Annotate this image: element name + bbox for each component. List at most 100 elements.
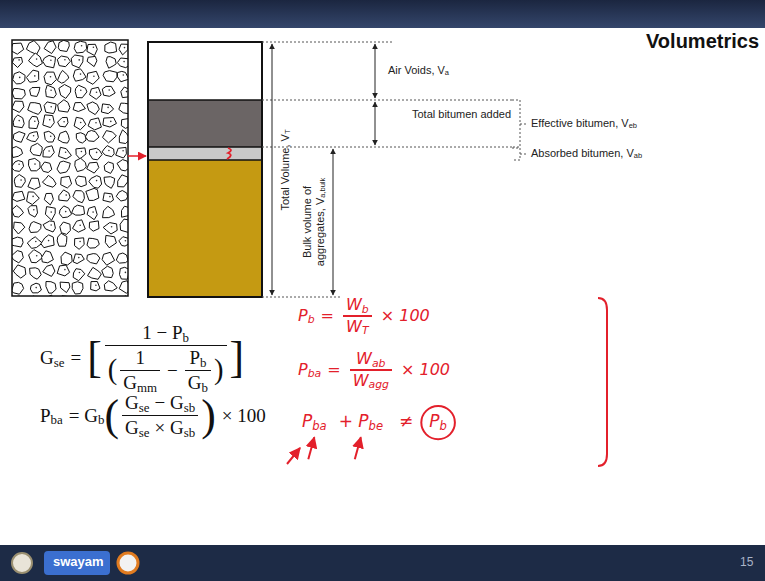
aggregate-stone: [73, 254, 84, 264]
air-voids-label: Air Voids, Va: [388, 64, 449, 77]
aggregate-stone: [44, 193, 53, 205]
formula-text: − G: [154, 392, 183, 414]
aggregate-stone: [119, 237, 128, 246]
formula-row: Air Voids, Va: [388, 64, 449, 77]
handwritten-note: Pb=WbWT× 100: [298, 296, 430, 336]
stone-speck: [78, 257, 80, 259]
formula-row: WT: [346, 318, 368, 336]
stone-speck: [36, 58, 38, 60]
bulk-volume-label: Bulk volume ofaggregates, Va,bulk: [301, 178, 326, 266]
stone-speck: [80, 122, 82, 124]
aggregate-stone: [117, 160, 128, 171]
subscript: a: [445, 69, 449, 78]
stone-speck: [34, 120, 36, 122]
stone-speck: [80, 73, 82, 75]
aggregate-stone: [29, 222, 41, 233]
stone-speck: [34, 163, 36, 165]
aggregate-stone: [29, 250, 43, 263]
aggregate-stone: [73, 191, 85, 203]
aggregate-stone: [26, 41, 40, 55]
aggregate-stone: [30, 143, 42, 156]
stone-speck: [96, 92, 98, 94]
subscript: ba: [312, 420, 326, 433]
subscript: ab: [634, 152, 642, 161]
aggregate-stone: [43, 55, 56, 67]
subscript: se: [139, 426, 150, 441]
stone-speck: [33, 209, 35, 211]
aggregate-stone: [14, 175, 25, 188]
formula-text: Total Volume, V: [279, 134, 292, 210]
stone-speck: [79, 241, 81, 243]
aggregate-stone: [119, 281, 128, 294]
formula-row: Gse× Gsb: [125, 417, 195, 439]
fraction-bar: [120, 370, 160, 371]
aggregate-stone: [28, 178, 40, 189]
aggregate-stone: [75, 176, 86, 187]
subscript: se: [139, 401, 150, 416]
absorbed-label: Absorbed bitumen, Vab: [531, 147, 642, 160]
formula-row: Pba=WabWagg× 100: [298, 350, 450, 390]
stone-speck: [50, 90, 52, 92]
formula-text: 1: [135, 347, 145, 368]
stone-speck: [50, 224, 52, 226]
aggregate-stone: [42, 175, 56, 187]
fraction: PbGb: [185, 347, 211, 394]
formula-row: aggregates, Va,bulk: [314, 178, 327, 266]
subscript: sb: [184, 401, 195, 416]
aggregate-stone: [29, 53, 43, 67]
formula-text: W: [346, 296, 362, 314]
stone-speck: [32, 196, 34, 198]
stone-speck: [108, 89, 110, 91]
formula-row: Pba= Gb(Gse− GsbGse× Gsb)× 100: [40, 392, 266, 439]
formula-row: Effective bitumen, Veb: [531, 117, 637, 130]
aggregate-stone: [12, 57, 22, 67]
aggregate-stone: [58, 117, 68, 127]
aggregate-stone: [59, 206, 71, 218]
pointer-arrow: [355, 437, 361, 459]
aggregate-stone: [121, 87, 128, 98]
formula-text: G: [125, 417, 139, 439]
subscript: b: [308, 314, 315, 327]
aggregate-stone: [12, 43, 24, 54]
stone-speck: [50, 136, 52, 138]
bitumen-label: Total bitumen added: [412, 108, 511, 121]
aggregate-stone: [76, 133, 86, 143]
aggregate-stone: [27, 132, 39, 142]
denominator: Gmm: [120, 371, 160, 394]
stone-speck: [18, 120, 20, 122]
aggregate-stone: [87, 206, 97, 219]
stone-speck: [64, 269, 66, 271]
aggregate-stone: [57, 70, 68, 83]
formula-row: Gse=[1 − Pb(1Gmm−PbGb)]: [40, 322, 244, 394]
formula-text: Total bitumen added: [412, 108, 511, 120]
subscript: T: [362, 325, 369, 338]
denominator: Gb: [185, 371, 211, 394]
stone-speck: [49, 119, 51, 121]
aggregate-stone: [41, 162, 52, 173]
text-stack: Bulk volume ofaggregates, Va,bulk: [301, 178, 326, 266]
aggregate-stone: [28, 103, 42, 115]
aggregate-stone: [119, 130, 128, 144]
aggregate-stone: [116, 253, 128, 263]
aggregate-stone: [104, 162, 113, 173]
bottom-bar: [0, 545, 765, 581]
stone-speck: [107, 107, 109, 109]
stone-speck: [109, 196, 111, 198]
aggregate-stone: [12, 206, 24, 218]
aggregate-stone: [119, 44, 128, 55]
aggregate-stone: [61, 252, 72, 265]
formula-text: 15: [740, 555, 753, 569]
stone-speck: [93, 76, 95, 78]
aggregate-stone: [71, 55, 83, 68]
stone-speck: [48, 150, 50, 152]
formula-text: =: [327, 361, 340, 379]
subscript: eb: [629, 122, 637, 131]
aggregate-stone: [89, 221, 99, 231]
stone-speck: [96, 180, 98, 182]
formula-text: swayam: [53, 554, 104, 569]
aggregate-stone: [29, 158, 41, 170]
stone-speck: [110, 121, 112, 123]
formula-text: × 100: [222, 405, 266, 427]
bracket: ]: [230, 336, 245, 380]
